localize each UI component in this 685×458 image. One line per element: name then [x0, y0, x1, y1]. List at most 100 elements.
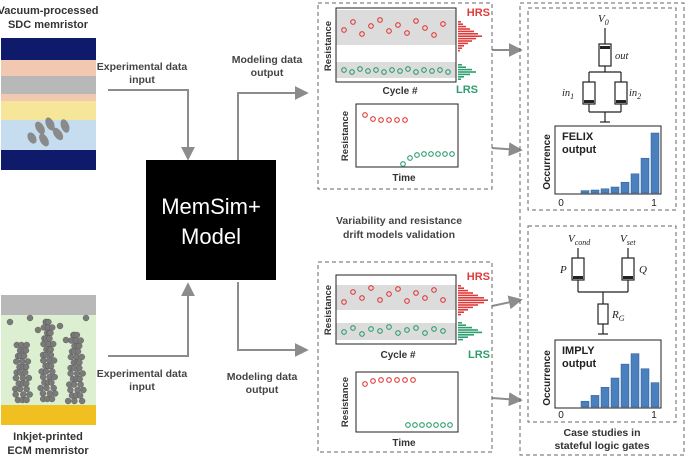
filament-particle [56, 322, 64, 330]
sdc-memristor-stack [1, 38, 96, 170]
filament-particle [47, 329, 54, 337]
memsim-model-box: MemSim+ Model [146, 160, 276, 280]
occurrence-bar [630, 353, 640, 408]
lrs-data-point [397, 68, 403, 74]
bottom-cycle-plot: HRS LRS Cycle # Resistance [323, 271, 490, 361]
case-studies-line1: Case studies in [563, 427, 640, 439]
filament-particle [50, 357, 58, 364]
lrs-drift-point [440, 422, 446, 428]
hrs-hist-bar [458, 25, 466, 28]
lrs-drift-point [447, 422, 453, 428]
lrs-data-point [365, 68, 371, 74]
hrs-data-point [413, 18, 419, 24]
lrs-data-point [440, 328, 446, 334]
exp-input-top-line1: Experimental data [97, 61, 188, 73]
filament-particle [74, 386, 81, 394]
top-lrs-label: LRS [456, 84, 478, 96]
filament-particle [49, 324, 56, 331]
filament-particle [23, 396, 30, 404]
ecm-memristor-stack [1, 295, 96, 425]
imply-q-label: Q [639, 264, 647, 276]
filament-particle [78, 397, 86, 405]
occurrence-bar [610, 377, 620, 408]
imply-rg-label: RG [611, 309, 625, 323]
filament-particle [23, 380, 30, 387]
sdc-title-line1: Vacuum-processed [0, 5, 98, 17]
model-out-top-line2: output [251, 67, 284, 79]
lrs-data-point [373, 67, 379, 73]
hrs-data-point [440, 21, 446, 27]
hrs-data-point [440, 297, 446, 303]
hrs-data-point [341, 27, 347, 33]
filament-particle [76, 364, 83, 372]
filament-particle [23, 341, 30, 349]
sdc-title-line2: SDC memristor [8, 19, 89, 31]
filament-particle [37, 384, 44, 392]
hrs-data-point [341, 299, 347, 305]
felix-in2-label: in2 [629, 88, 641, 101]
occurrence-bar [620, 181, 630, 194]
model-out-bot-line2: output [246, 384, 279, 396]
felix-v0-label: V0 [598, 13, 609, 27]
hrs-hist-bar [458, 292, 473, 294]
bottom-cycle-axis-label: Cycle # [380, 350, 415, 361]
lrs-hist-bar [458, 329, 478, 331]
filament-particle [67, 370, 74, 377]
filament-particle [12, 391, 19, 398]
hrs-data-point [377, 297, 383, 303]
filament-particle [50, 384, 57, 392]
lrs-drift-point [419, 422, 425, 428]
lrs-hist-bar [458, 66, 466, 68]
validation-line2: drift models validation [343, 229, 455, 241]
exp-input-bot-line1: Experimental data [97, 368, 188, 380]
lrs-data-point [421, 67, 427, 73]
imply-histogram: IMPLY output Occurrence 0 1 [542, 339, 662, 421]
filament-particle [76, 375, 83, 383]
hrs-drift-point [370, 116, 376, 122]
hrs-hist-bar [458, 306, 473, 309]
filament-particle [13, 358, 20, 365]
filament-particle [47, 362, 55, 370]
hrs-hist-bar [458, 42, 468, 45]
lrs-hist-bar [458, 71, 476, 73]
filament-particle [42, 368, 50, 375]
hrs-drift-point [386, 117, 392, 123]
ecm-title-line2: ECM memristor [7, 445, 89, 457]
lrs-hist-bar [458, 324, 466, 326]
filament-particle [48, 379, 55, 386]
lrs-data-point [386, 324, 392, 330]
filament-particle [67, 386, 74, 394]
lrs-drift-point [433, 422, 439, 428]
lrs-data-point [431, 326, 437, 332]
lrs-data-point [341, 67, 347, 73]
filament-particle [51, 373, 58, 381]
filament-particle [74, 348, 82, 355]
felix-panel [527, 7, 677, 211]
hrs-hist-bar [458, 289, 468, 292]
lrs-drift-point [421, 151, 427, 157]
hrs-data-point [431, 287, 437, 293]
occurrence-bar [650, 132, 660, 194]
filament-particle [62, 336, 70, 344]
filament-particle [77, 381, 84, 388]
hrs-hist-bar [458, 30, 474, 33]
lrs-drift-point [407, 155, 413, 161]
hrs-drift-point [378, 117, 384, 123]
filament-particle [71, 397, 78, 405]
imply-x0: 0 [558, 410, 564, 421]
model-out-bot-line1: Modeling data [227, 371, 298, 383]
validation-line1: Variability and resistance [336, 215, 462, 227]
ecm-title-line1: Inkjet-printed [13, 431, 83, 443]
filament-particle [6, 318, 14, 326]
bottom-lrs-label: LRS [468, 349, 490, 361]
filament-particle [40, 357, 47, 364]
lrs-data-point [422, 330, 428, 336]
lrs-data-point [381, 69, 387, 75]
hrs-drift-point [370, 378, 376, 384]
filament-particle [48, 395, 56, 403]
lrs-drift-point [428, 151, 434, 157]
filament-particle [25, 374, 33, 382]
filament-particle [67, 353, 75, 361]
model-title-line2: Model [181, 224, 241, 249]
occurrence-bar [640, 368, 650, 408]
